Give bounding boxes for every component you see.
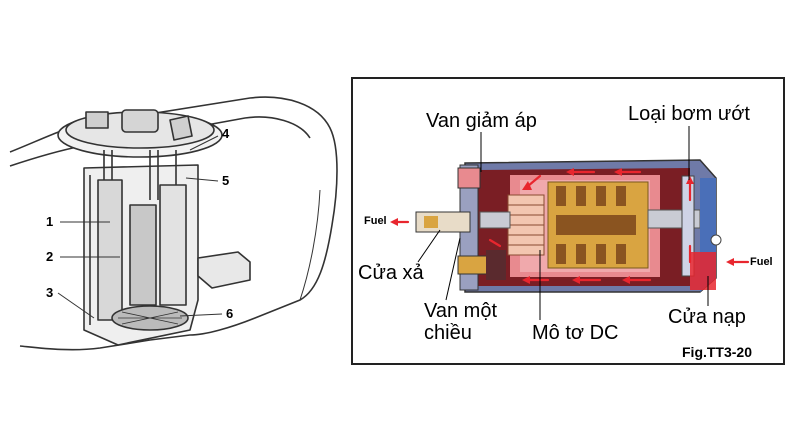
label-inlet: Cửa nạp xyxy=(668,306,746,328)
callout-2: 2 xyxy=(46,249,54,264)
label-wet-pump-type: Loại bơm ướt xyxy=(628,103,750,125)
callout-3: 3 xyxy=(46,285,54,300)
label-fuel-in: Fuel xyxy=(750,256,773,268)
pump-cross-section-drawing xyxy=(390,126,750,320)
label-outlet: Cửa xả xyxy=(358,262,424,284)
fuel-tank-cutaway-drawing xyxy=(9,96,338,351)
callout-5: 5 xyxy=(222,173,230,188)
callout-1: 1 xyxy=(46,214,54,229)
callout-6: 6 xyxy=(226,306,234,321)
label-pressure-relief-valve: Van giảm áp xyxy=(426,110,537,132)
callout-4: 4 xyxy=(222,126,230,141)
label-fuel-out: Fuel xyxy=(364,215,387,227)
label-check-valve: Van một chiều xyxy=(424,300,497,344)
figure-id: Fig.TT3-20 xyxy=(682,344,753,360)
label-dc-motor: Mô tơ DC xyxy=(532,322,619,344)
